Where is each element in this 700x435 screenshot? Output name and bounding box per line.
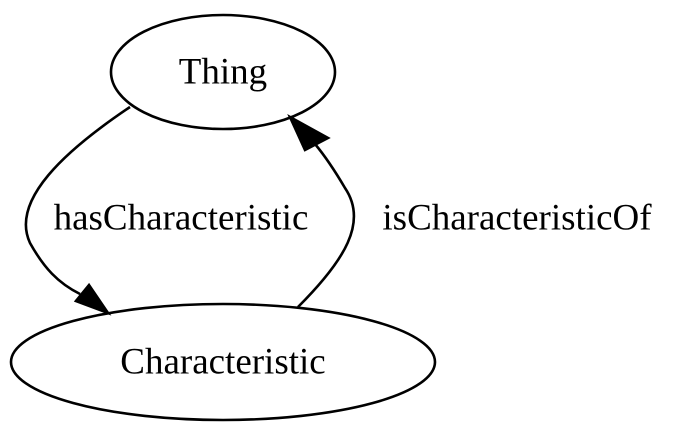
edge-has-characteristic-arrowhead — [73, 282, 112, 316]
edge-has-characteristic-line — [24, 105, 131, 296]
edge-is-characteristic-of[interactable]: isCharacteristicOf — [287, 113, 652, 308]
edge-has-characteristic[interactable]: hasCharacteristic — [24, 105, 309, 316]
edge-is-characteristic-of-arrowhead — [287, 113, 331, 152]
node-characteristic[interactable]: Characteristic — [9, 302, 437, 422]
node-characteristic-shape — [9, 302, 437, 422]
node-thing-label: Thing — [179, 52, 267, 93]
edge-has-characteristic-label: hasCharacteristic — [54, 198, 309, 239]
node-characteristic-label: Characteristic — [120, 342, 325, 383]
edge-is-characteristic-of-line — [297, 143, 356, 308]
node-thing-shape — [109, 13, 337, 131]
node-thing[interactable]: Thing — [109, 13, 337, 131]
edge-is-characteristic-of-label: isCharacteristicOf — [382, 198, 652, 239]
